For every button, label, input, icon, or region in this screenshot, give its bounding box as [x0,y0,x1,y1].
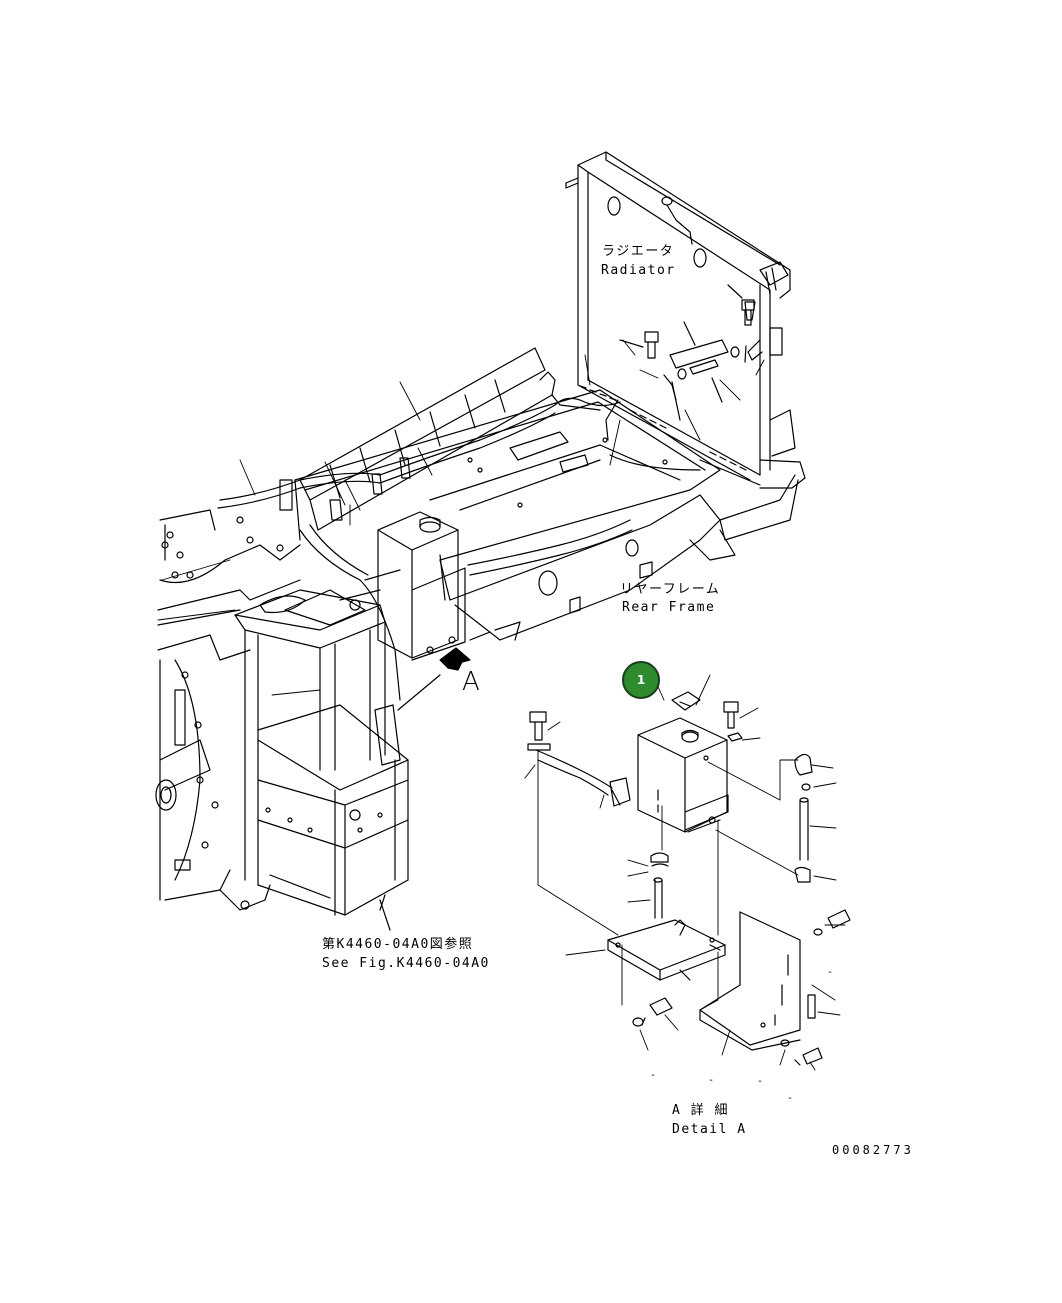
radiator-drawing [565,151,806,489]
dash-mark: - [787,1093,794,1104]
cable-tray [279,347,553,531]
detail-label-en: Detail A [672,1122,747,1137]
radiator-label-en: Radiator [601,263,676,278]
callout-badge-1[interactable]: 1 [622,661,660,699]
leader-lines [157,339,846,1071]
radiator-label-ja: ラジエータ [602,244,675,259]
rear-frame-label-en: Rear Frame [622,600,716,615]
rear-frame-drawing [294,389,799,641]
drawing-number: 00082773 [832,1143,914,1157]
view-arrow-a [397,631,491,711]
callout-number: 1 [636,673,646,687]
dash-mark: - [650,1070,657,1081]
detail-a-drawing [527,691,851,1066]
radiator-bolts [619,284,755,421]
reservoir-tank-installed [377,511,466,661]
stand-frame [234,589,409,916]
detail-label-ja: A 詳 細 [672,1103,729,1118]
wire-harness [217,371,633,701]
see-fig-leader [379,899,391,931]
view-marker-label: A [462,667,480,697]
dash-mark: - [708,1075,715,1086]
see-fig-label-en: See Fig.K4460-04A0 [322,956,490,971]
main-frame-left [155,509,301,911]
dash-mark: - [757,1076,764,1087]
see-fig-label-ja: 第K4460-04A0図参照 [322,937,474,952]
dash-mark: - [827,967,834,978]
rear-frame-label-ja: リヤーフレーム [620,582,721,597]
